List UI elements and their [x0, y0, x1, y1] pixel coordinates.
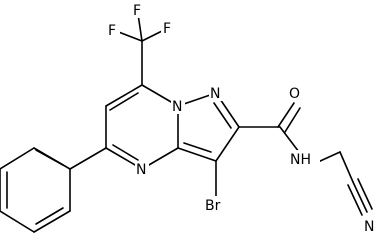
br-label-bg	[204, 196, 230, 214]
bond-nitrile-1	[352, 181, 368, 213]
br-atom-label: Br	[205, 198, 221, 214]
bond-c3-c3a	[177, 147, 217, 162]
bond-nitrile-3	[357, 178, 373, 210]
f1-atom-label: F	[133, 3, 141, 19]
bond-c2-c3	[215, 126, 240, 162]
bond-c5-phenyl	[69, 147, 107, 170]
bond-c5-n4-double	[112, 144, 139, 161]
bond-nh-ch2	[317, 151, 341, 163]
bond-cf3-f-top	[137, 13, 143, 42]
n-ring1-label-bg	[171, 98, 185, 114]
f2-label-bg	[106, 22, 120, 38]
n-ring2-atom-label: N	[210, 86, 220, 102]
f1-label-bg	[131, 2, 145, 18]
bond-carbonyl-nh	[279, 126, 300, 153]
nh-label-bg	[288, 150, 320, 168]
n-ring3-label-bg	[135, 161, 149, 177]
f3-label-bg	[161, 20, 175, 36]
bond-ph-4-5	[0, 210, 35, 233]
bond-ch2-cn	[339, 151, 354, 183]
f2-atom-label: F	[108, 23, 116, 39]
f3-atom-label: F	[163, 21, 171, 37]
o-label-bg	[288, 85, 304, 101]
bond-ph-1-2-double	[35, 149, 64, 166]
bond-carbonyl-o-double	[284, 107, 301, 133]
n-ring3-atom-label: N	[136, 162, 146, 178]
bond-cf3-f-left	[115, 30, 143, 42]
n-nitrile-label-bg	[363, 218, 377, 234]
bond-n1-c2-double	[213, 102, 232, 129]
bond-ph-5-6	[33, 210, 71, 233]
nh-atom-label: NH	[290, 152, 311, 168]
o-atom-label: O	[289, 86, 300, 102]
bond-nitrile-2	[347, 184, 363, 216]
bond-c3-c3a-double	[183, 142, 212, 153]
n-nitrile-atom-label: N	[364, 219, 374, 235]
bond-ph-5-6-double	[35, 207, 64, 225]
bond-ph-2-3	[0, 147, 35, 170]
bond-carbonyl-o	[277, 102, 295, 128]
bond-c7-c6	[105, 84, 143, 107]
n-ring2-label-bg	[209, 85, 223, 101]
n-ring1-atom-label: N	[172, 99, 182, 115]
bond-c7-c6-double	[109, 92, 139, 111]
